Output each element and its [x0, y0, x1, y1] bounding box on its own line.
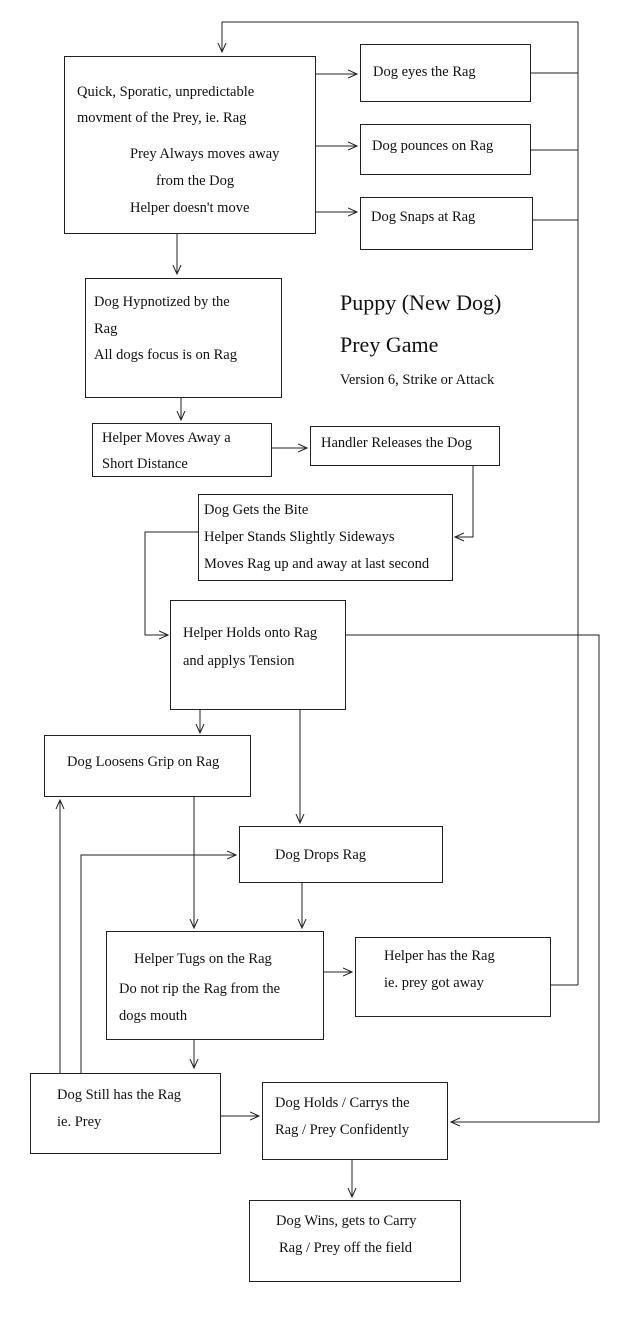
node-drops-rag: Dog Drops Rag: [239, 826, 443, 883]
node-text: Dog Snaps at Rag: [371, 209, 476, 225]
node-text: Dog pounces on Rag: [372, 138, 494, 154]
node-gets-bite: Dog Gets the Bite Helper Stands Slightly…: [198, 494, 453, 581]
node-hypnotized: Dog Hypnotized by the Rag All dogs focus…: [85, 278, 282, 398]
node-text: Dog Loosens Grip on Rag: [67, 754, 220, 770]
node-text: Helper Moves Away a: [102, 430, 231, 446]
node-text: Short Distance: [102, 456, 188, 472]
node-holds-tension: Helper Holds onto Rag and applys Tension: [170, 600, 346, 710]
node-text: Rag / Prey Confidently: [275, 1122, 410, 1138]
node-helper-moves-away: Helper Moves Away a Short Distance: [92, 423, 272, 477]
node-text: Quick, Sporatic, unpredictable: [77, 84, 255, 100]
return-loop-line: [222, 21, 579, 985]
node-text: Dog Still has the Rag: [57, 1087, 182, 1103]
node-text: All dogs focus is on Rag: [94, 347, 237, 363]
node-still-has-rag: Dog Still has the Rag ie. Prey: [30, 1073, 221, 1154]
node-text: Dog Hypnotized by the: [94, 294, 230, 310]
node-text: Dog eyes the Rag: [373, 64, 476, 80]
node-text: Handler Releases the Dog: [321, 435, 472, 451]
node-text: and applys Tension: [183, 653, 295, 669]
node-tugs-rag: Helper Tugs on the Rag Do not rip the Ra…: [106, 931, 324, 1040]
node-quick-movement: Quick, Sporatic, unpredictable movment o…: [64, 56, 316, 234]
node-text: Helper doesn't move: [130, 200, 250, 216]
node-text: Do not rip the Rag from the: [119, 981, 281, 997]
node-pounces-rag: Dog pounces on Rag: [360, 124, 531, 175]
node-holds-carries: Dog Holds / Carrys the Rag / Prey Confid…: [262, 1082, 448, 1160]
node-text: Helper Tugs on the Rag: [134, 951, 272, 967]
node-text: ie. prey got away: [384, 975, 484, 991]
node-text: Helper Holds onto Rag: [183, 625, 318, 641]
node-snaps-rag: Dog Snaps at Rag: [360, 197, 533, 250]
node-text: movment of the Prey, ie. Rag: [77, 110, 247, 126]
node-text: Prey Always moves away: [130, 146, 280, 162]
arrow-still-to-drops: [80, 855, 236, 1073]
node-loosens-grip: Dog Loosens Grip on Rag: [44, 735, 251, 797]
diagram-title-line2: Prey Game: [340, 332, 439, 357]
arrow-to-holds-tension: [144, 531, 198, 635]
node-text: Helper has the Rag: [384, 948, 495, 964]
node-eyes-rag: Dog eyes the Rag: [360, 44, 531, 102]
node-text: from the Dog: [156, 173, 235, 189]
node-helper-has-rag: Helper has the Rag ie. prey got away: [355, 937, 551, 1017]
diagram-subtitle: Version 6, Strike or Attack: [340, 372, 495, 388]
arrow-holds-to-carries: [346, 634, 600, 1122]
node-text: Dog Gets the Bite: [204, 502, 309, 518]
arrow-to-gets-bite: [455, 466, 474, 537]
node-text: dogs mouth: [119, 1008, 188, 1024]
node-text: ie. Prey: [57, 1114, 102, 1130]
node-text: Dog Drops Rag: [275, 847, 367, 863]
node-dog-wins: Dog Wins, gets to Carry Rag / Prey off t…: [249, 1200, 461, 1282]
node-text: Moves Rag up and away at last second: [204, 556, 430, 572]
node-text: Dog Holds / Carrys the: [275, 1095, 410, 1111]
node-text: Rag: [94, 321, 118, 337]
node-text: Dog Wins, gets to Carry: [276, 1213, 417, 1229]
diagram-title-line1: Puppy (New Dog): [340, 290, 502, 315]
node-text: Helper Stands Slightly Sideways: [204, 529, 395, 545]
node-handler-releases: Handler Releases the Dog: [310, 426, 500, 466]
node-text: Rag / Prey off the field: [279, 1240, 413, 1256]
